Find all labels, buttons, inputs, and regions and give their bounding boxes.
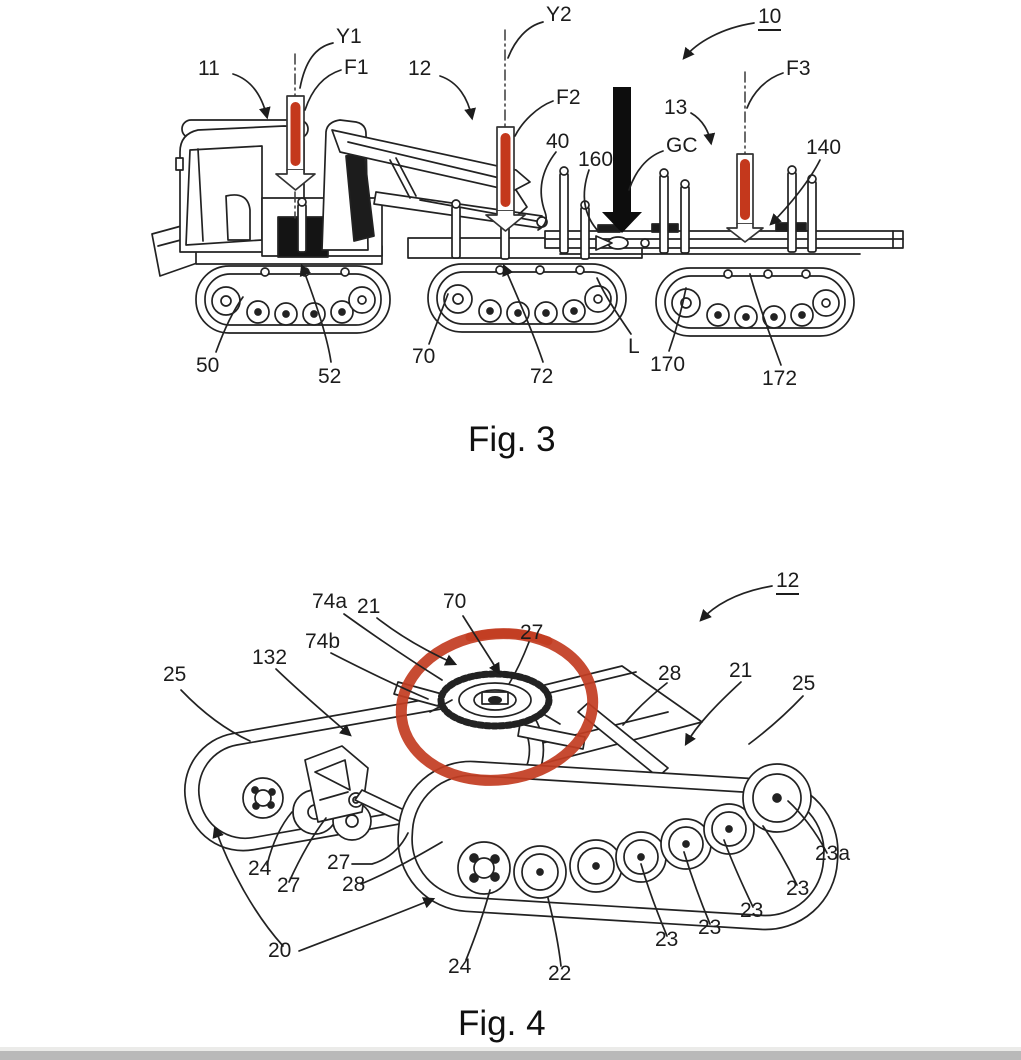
- fig4-ref-12: 12: [776, 570, 800, 595]
- fig3-ref-40: 40: [546, 130, 570, 153]
- fig4-ref-27-mid: 27: [327, 851, 351, 874]
- fig3-ref-f3: F3: [786, 57, 811, 80]
- fig4-ref-23-3: 23: [698, 916, 722, 939]
- fig3-ref-160: 160: [578, 148, 614, 171]
- fig3-ref-52: 52: [318, 365, 342, 388]
- fig4-ref-25-right: 25: [792, 672, 816, 695]
- fig4-ref-23-2: 23: [740, 899, 764, 922]
- fig4-ref-22: 22: [548, 962, 572, 985]
- fig4-ref-27-top: 27: [520, 621, 544, 644]
- fig4-leader-lines: [180, 585, 828, 967]
- fig3-ref-f2: F2: [556, 86, 581, 109]
- fig3-track-unit-left: [195, 265, 391, 334]
- fig4-caption: Fig. 4: [458, 1004, 546, 1043]
- fig3-ref-10: 10: [758, 6, 782, 31]
- fig3-leader-lines: [215, 21, 821, 366]
- gravity-center-arrow: [602, 87, 642, 233]
- fig4-ref-74a: 74a: [312, 590, 348, 613]
- fig4-drawing: [180, 585, 839, 967]
- fig4-ref-21-right: 21: [729, 659, 753, 682]
- fig4-right-track-wheels: [457, 763, 812, 899]
- fig3-drawing: [151, 21, 904, 366]
- fig4-ref-23-4: 23: [655, 928, 679, 951]
- fig3-track-unit-right: [655, 267, 855, 337]
- horizontal-scrollbar-track[interactable]: [0, 1047, 1021, 1060]
- fig4-ref-70: 70: [443, 590, 467, 613]
- fig4-ref-20: 20: [268, 939, 292, 962]
- fig4-ref-28-left: 28: [342, 873, 366, 896]
- fig4-ref-25-left: 25: [163, 663, 187, 686]
- fig3-ref-72: 72: [530, 365, 554, 388]
- red-circle-annotation: [395, 628, 599, 786]
- force-bar-f1: [275, 95, 316, 191]
- fig3-ref-l: L: [628, 335, 640, 358]
- fig3-ref-70: 70: [412, 345, 436, 368]
- fig3-ref-12: 12: [408, 57, 432, 80]
- fig3-ref-y2: Y2: [546, 3, 572, 26]
- fig3-ref-11: 11: [198, 57, 220, 80]
- fig4-ref-24-left: 24: [248, 857, 272, 880]
- fig4-bracket-plate: [304, 745, 369, 823]
- fig3-ref-170: 170: [650, 353, 686, 376]
- fig3-ref-y1: Y1: [336, 25, 362, 48]
- fig4-ref-27-low: 27: [277, 874, 301, 897]
- fig3-ref-13: 13: [664, 96, 688, 119]
- fig4-ref-28-right: 28: [658, 662, 682, 685]
- force-bar-f3: [726, 153, 764, 243]
- fig4-ref-21-left: 21: [357, 595, 381, 618]
- fig3-ref-f1: F1: [344, 56, 369, 79]
- fig3-ref-gc: GC: [666, 134, 698, 157]
- fig3-track-unit-middle: [427, 263, 627, 333]
- fig3-ref-172: 172: [762, 367, 798, 390]
- fig3-axis-lines: [294, 29, 746, 219]
- fig4-ref-132: 132: [252, 646, 288, 669]
- fig4-ref-24-right: 24: [448, 955, 472, 978]
- fig4-ref-23-1: 23: [786, 877, 810, 900]
- fig4-ref-74b: 74b: [305, 630, 341, 653]
- fig3-ref-50: 50: [196, 354, 220, 377]
- fig4-ref-23a: 23a: [815, 842, 851, 865]
- fig3-ref-140: 140: [806, 136, 842, 159]
- fig3-log-beam: [544, 222, 904, 255]
- horizontal-scrollbar-thumb[interactable]: [0, 1051, 1021, 1060]
- force-bar-f2: [485, 126, 526, 232]
- fig3-caption: Fig. 3: [468, 420, 556, 459]
